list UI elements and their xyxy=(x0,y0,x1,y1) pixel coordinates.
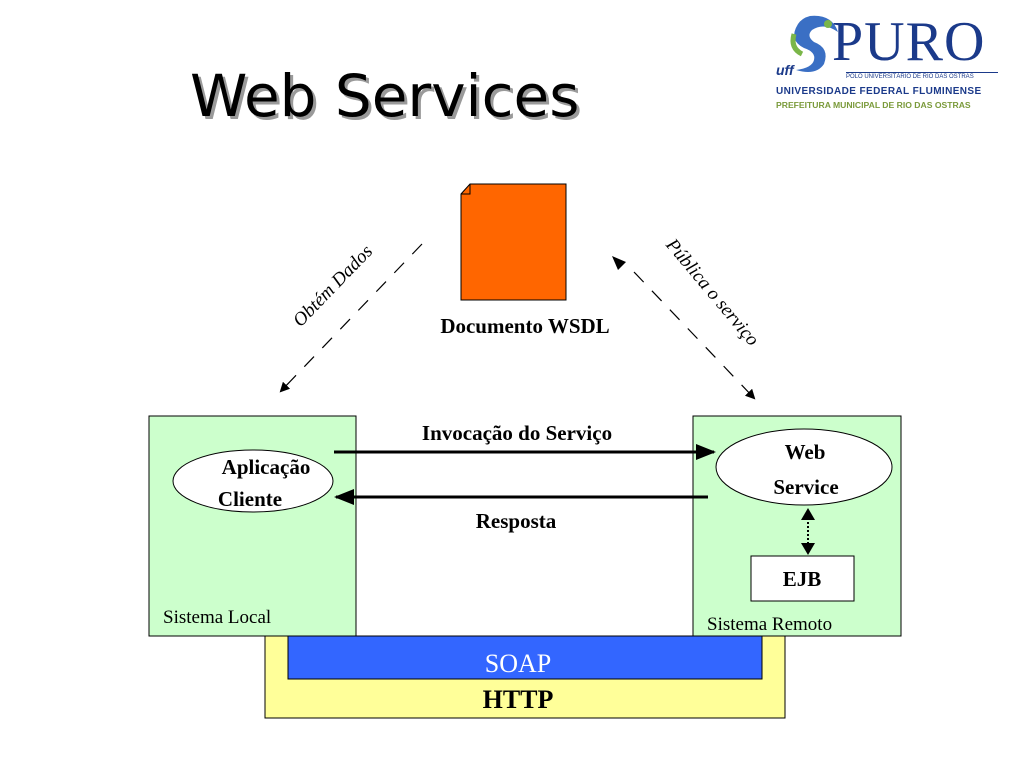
ejb-box xyxy=(750,555,855,602)
wsdl-document-fold xyxy=(461,184,471,195)
wsdl-document-icon xyxy=(460,183,567,301)
obtain-data-label: Obtém Dados xyxy=(289,241,377,331)
ws-ejb-arrow-down xyxy=(801,543,815,555)
puro-logo: PURO PÓLO UNIVERSITÁRIO DE RIO DAS OSTRA… xyxy=(772,6,1008,116)
response-label: Resposta xyxy=(476,509,557,533)
logo-polo: PÓLO UNIVERSITÁRIO DE RIO DAS OSTRAS xyxy=(846,72,998,80)
remote-system-label: Sistema Remoto xyxy=(707,614,832,635)
web-service-line2: Service xyxy=(773,475,838,499)
client-app-line2: Cliente xyxy=(218,487,282,511)
web-service-ellipse xyxy=(715,428,893,506)
local-system-label: Sistema Local xyxy=(163,607,271,628)
soap-label: SOAP xyxy=(485,649,551,678)
local-system-box xyxy=(148,415,357,637)
publish-arrow-head-top xyxy=(612,256,626,270)
invoke-label: Invocação do Serviço xyxy=(422,421,612,445)
client-app-ellipse xyxy=(172,449,334,513)
publish-arrow-line xyxy=(633,271,756,400)
logo-name: PURO xyxy=(832,11,986,73)
logo-university: UNIVERSIDADE FEDERAL FLUMINENSE xyxy=(776,86,982,97)
http-label: HTTP xyxy=(483,685,554,714)
logo-uff: uff xyxy=(776,62,794,78)
publish-label: Pública o serviço xyxy=(661,234,763,350)
logo-prefeitura: PREFEITURA MUNICIPAL DE RIO DAS OSTRAS xyxy=(776,100,971,110)
ws-ejb-arrow-up xyxy=(801,508,815,520)
ejb-label: EJB xyxy=(783,567,822,591)
obtain-data-arrow xyxy=(279,243,423,393)
client-app-line1: Aplicação xyxy=(222,455,311,479)
slide-title: Web Services xyxy=(190,62,580,130)
logo-emblem-icon xyxy=(790,15,838,73)
soap-bar xyxy=(287,635,763,680)
wsdl-label: Documento WSDL xyxy=(440,314,609,338)
web-service-line1: Web xyxy=(785,440,826,464)
